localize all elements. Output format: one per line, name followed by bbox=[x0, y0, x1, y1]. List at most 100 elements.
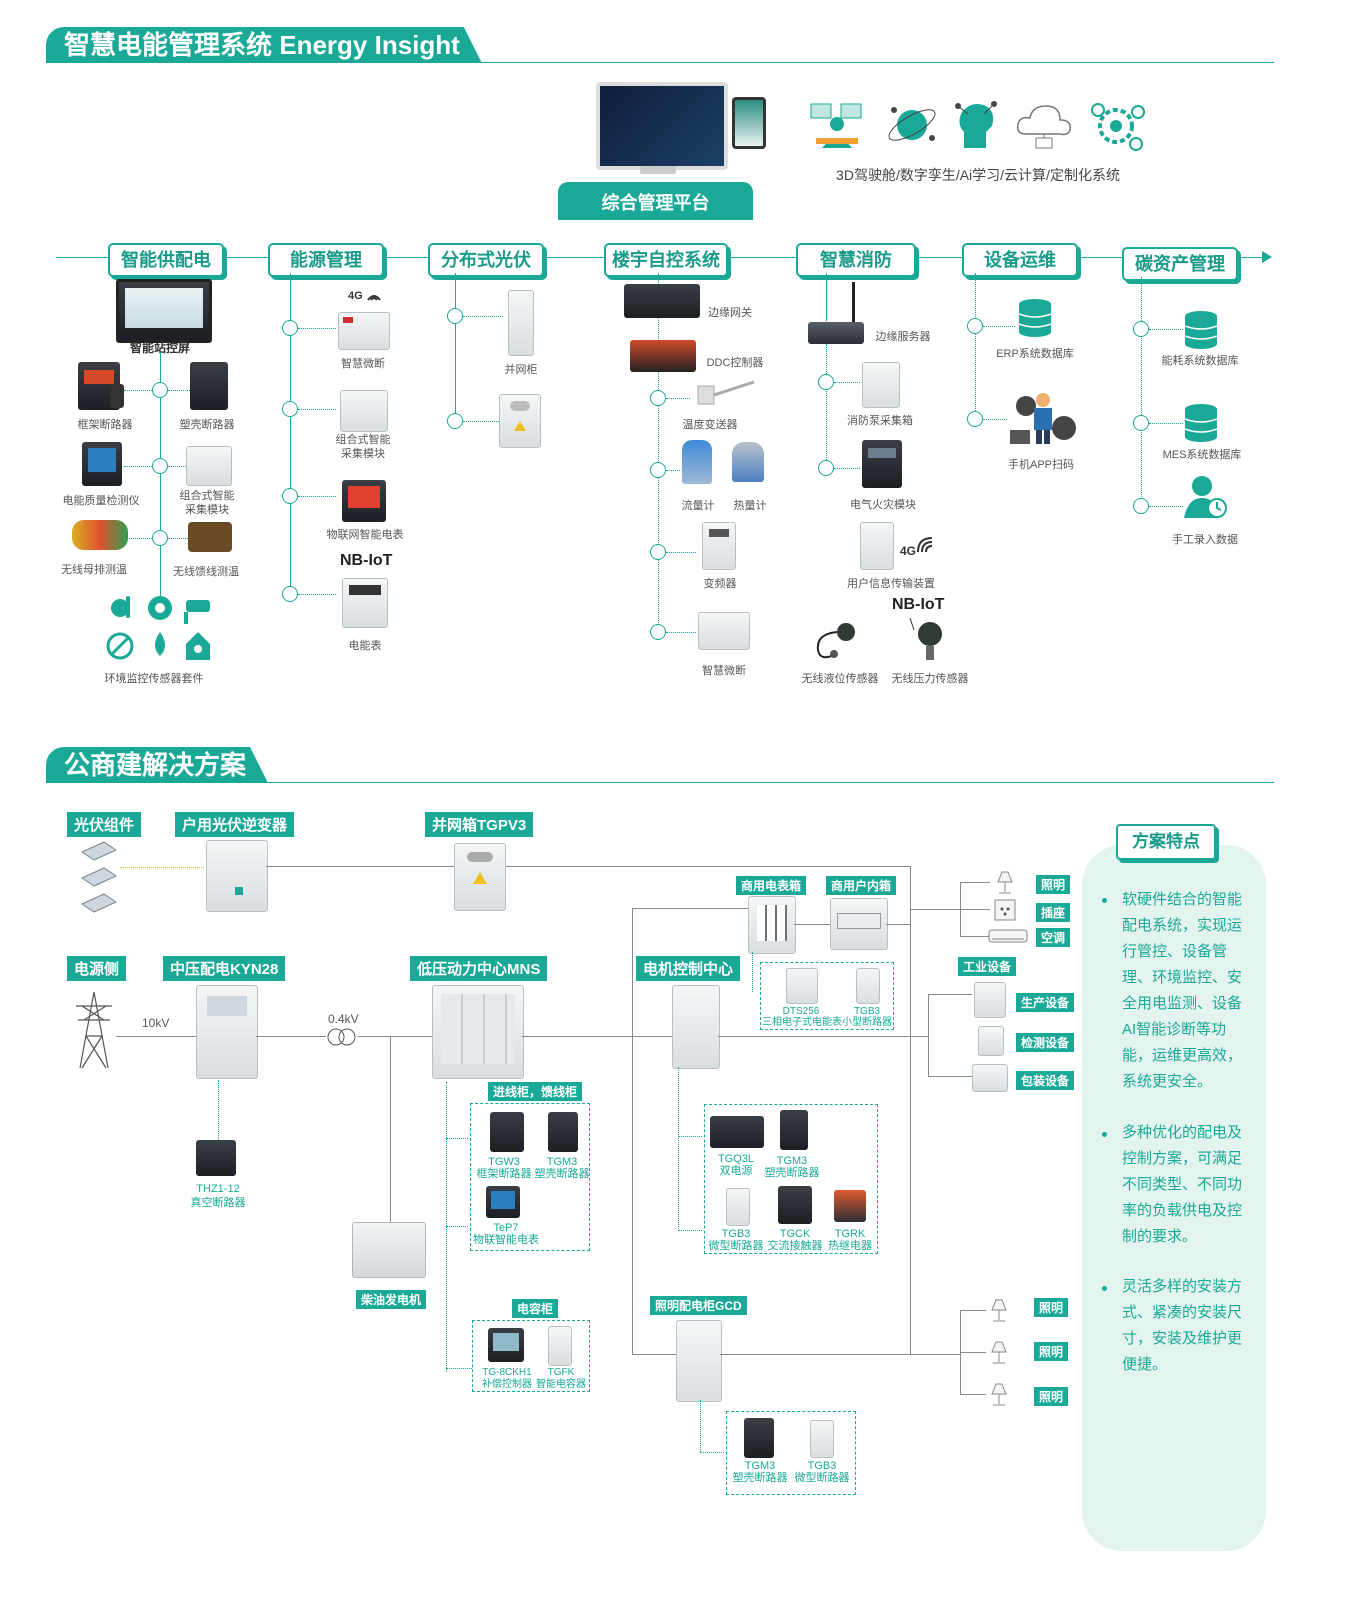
features-title: 方案特点 bbox=[1116, 824, 1216, 860]
load-lighting-tag-3: 照明 bbox=[1034, 1342, 1069, 1361]
env-sensor-label: 环境监控传感器套件 bbox=[104, 673, 204, 685]
transformer-icon bbox=[326, 1027, 358, 1047]
pv-ac-line bbox=[266, 866, 910, 867]
vcb-name-label: 真空断路器 bbox=[190, 1197, 246, 1209]
voltage-10kv-label: 10kV bbox=[142, 1016, 170, 1030]
energy-trunk-line bbox=[290, 273, 291, 595]
smart-micro-breaker-image bbox=[338, 312, 390, 350]
transformer-to-lv-line bbox=[358, 1036, 434, 1037]
tgm3-label-2: TGM3 bbox=[776, 1155, 808, 1167]
vcb-model-label: THZ1-12 bbox=[196, 1183, 240, 1195]
category-power-supply: 智能供配电 bbox=[108, 243, 224, 277]
monitor-image bbox=[596, 82, 728, 170]
section2-rule bbox=[46, 782, 1274, 783]
info-transmitter-image bbox=[860, 522, 894, 570]
features-panel bbox=[1082, 845, 1266, 1551]
busbar-sensor-image bbox=[72, 520, 128, 550]
tgck-name-label: 交流接触器 bbox=[767, 1240, 823, 1252]
feature-bullet-2 bbox=[1102, 1132, 1107, 1137]
section2-title: 公商建解决方案 bbox=[46, 747, 268, 783]
load-lighting-tag-1: 照明 bbox=[1036, 875, 1071, 894]
meter-components-box bbox=[760, 962, 894, 1030]
generator-link bbox=[390, 1036, 391, 1224]
tgm3-image-3 bbox=[744, 1418, 774, 1458]
tgb3-image-2 bbox=[726, 1188, 750, 1226]
tgm3-name-label-1: 塑壳断路器 bbox=[534, 1168, 590, 1180]
tgm3-image-2 bbox=[780, 1110, 808, 1150]
mv-switchgear-image bbox=[196, 985, 258, 1079]
ops-trunk-line bbox=[975, 273, 976, 419]
right-bus-line bbox=[910, 866, 911, 1354]
carbon-trunk-line bbox=[1141, 277, 1142, 507]
grid-cabinet-image bbox=[508, 290, 534, 356]
tgm3-name-label-2: 塑壳断路器 bbox=[764, 1167, 820, 1179]
temp-transmitter-image bbox=[696, 380, 756, 410]
pv-inverter-image bbox=[206, 840, 268, 912]
feature-text-1: 软硬件结合的智能配电系统，实现运行管控、设备管理、环境监控、安全用电监测、设备A… bbox=[1122, 891, 1243, 1090]
edge-gateway-label: 边缘网关 bbox=[708, 307, 752, 319]
cockpit-3d-icon bbox=[808, 100, 866, 150]
platform-label: 综合管理平台 bbox=[601, 193, 710, 213]
custom-system-icon bbox=[1086, 100, 1150, 154]
station-screen-image bbox=[116, 279, 212, 343]
pv-panel-images bbox=[80, 838, 118, 918]
source-tag: 电源侧 bbox=[67, 956, 127, 981]
incoming-tag: 进线柜，馈线柜 bbox=[488, 1082, 583, 1101]
fire-pump-box-image bbox=[862, 362, 900, 408]
pv-inverter-tag: 户用光伏逆变器 bbox=[175, 812, 295, 837]
tgfk-image bbox=[548, 1326, 572, 1366]
feature-text-2: 多种优化的配电及控制方案，可满足不同类型、不同功率的负载供电及控制的要求。 bbox=[1122, 1124, 1243, 1245]
load-production-tag: 生产设备 bbox=[1016, 993, 1075, 1012]
energy-collect-module-label: 组合式智能 采集模块 bbox=[335, 434, 391, 460]
manual-entry-user-icon bbox=[1184, 474, 1228, 522]
molded-breaker-label: 塑壳断路器 bbox=[179, 419, 235, 431]
heat-meter-label: 热量计 bbox=[733, 500, 767, 512]
feature-text-3: 灵活多样的安装方式、紧凑的安装尺寸，安装及维护更便捷。 bbox=[1122, 1278, 1243, 1373]
tgb3-image-3 bbox=[810, 1420, 834, 1458]
vfd-label: 变频器 bbox=[703, 578, 737, 590]
energy-meter-image bbox=[342, 578, 388, 628]
station-screen-label: 智能站控屏 bbox=[129, 341, 190, 355]
home-box-image bbox=[830, 898, 888, 950]
busbar-sensor-label: 无线母排测温 bbox=[61, 564, 127, 576]
antenna-icon bbox=[852, 282, 855, 322]
mcc-cabinet-image bbox=[672, 985, 720, 1069]
packaging-equipment-image bbox=[972, 1064, 1008, 1092]
capacitor-box bbox=[472, 1320, 590, 1392]
category-equipment-ops: 设备运维 bbox=[962, 243, 1078, 277]
tep7-label: TeP7 bbox=[493, 1222, 519, 1234]
tgrk-name-label: 热继电器 bbox=[828, 1240, 872, 1252]
ai-learning-icon bbox=[950, 98, 1002, 152]
flow-arrow-icon bbox=[1262, 251, 1272, 263]
smart-micro-breaker-label: 智慧微断 bbox=[341, 358, 385, 370]
info-transmitter-label: 用户信息传输装置 bbox=[847, 578, 935, 590]
temp-transmitter-label: 温度变送器 bbox=[682, 419, 738, 431]
main-distribution-line bbox=[632, 908, 633, 1354]
edge-server-image bbox=[808, 322, 864, 344]
testing-equipment-image bbox=[978, 1026, 1004, 1056]
energy-meter-label: 电能表 bbox=[348, 640, 382, 652]
mcc-out-line bbox=[718, 1036, 928, 1037]
tgw3-label: TGW3 bbox=[488, 1156, 520, 1168]
power-quality-label: 电能质量检测仪 bbox=[62, 495, 140, 507]
lighting-box-tag: 照明配电柜GCD bbox=[650, 1296, 747, 1315]
lamp-icon-1 bbox=[994, 870, 1016, 896]
tgck-label: TGCK bbox=[779, 1228, 811, 1240]
dts256-image bbox=[786, 968, 818, 1004]
load-lighting-tag-2: 照明 bbox=[1034, 1298, 1069, 1317]
iot-meter-image bbox=[342, 480, 386, 522]
grid-box-image bbox=[454, 843, 506, 911]
tgm3-label-3: TGM3 bbox=[744, 1460, 776, 1472]
production-equipment-image bbox=[974, 982, 1006, 1018]
diesel-generator-image bbox=[352, 1222, 426, 1278]
incoming-feeder-box bbox=[470, 1103, 590, 1251]
lighting-components-box bbox=[726, 1411, 856, 1495]
socket-icon bbox=[994, 899, 1016, 921]
energy-4g-badge: 4G bbox=[348, 290, 363, 302]
tgb3-label-1: TGB3 bbox=[853, 1006, 881, 1017]
power-trunk-line bbox=[160, 352, 161, 612]
load-testing-tag: 检测设备 bbox=[1016, 1033, 1075, 1052]
mes-database-icon bbox=[1184, 403, 1218, 443]
capacitor-tag: 电容柜 bbox=[512, 1299, 559, 1318]
monitor-stand bbox=[640, 166, 676, 174]
